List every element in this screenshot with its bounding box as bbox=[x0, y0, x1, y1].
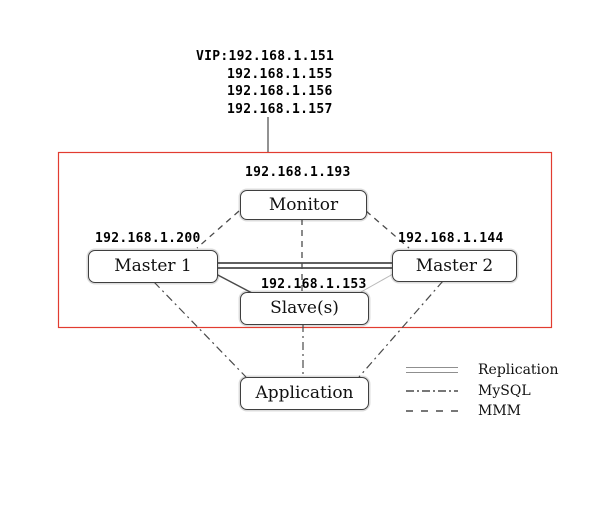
legend-item-mmm: MMM bbox=[406, 401, 558, 422]
node-master2: Master 2 bbox=[392, 250, 517, 282]
vip-line: VIP:192.168.1.151 bbox=[196, 49, 335, 64]
legend-label: MMM bbox=[478, 403, 522, 420]
vip-line: 192.168.1.156 bbox=[227, 84, 333, 99]
edge-master1-slave-replication bbox=[213, 272, 253, 294]
node-master1-label: Master 1 bbox=[114, 256, 192, 276]
monitor-ip-label: 192.168.1.193 bbox=[245, 165, 351, 180]
edge-monitor-master1-mmm bbox=[196, 210, 240, 249]
node-application: Application bbox=[240, 377, 369, 410]
node-application-label: Application bbox=[255, 383, 354, 403]
legend-label: MySQL bbox=[478, 382, 531, 399]
node-master1: Master 1 bbox=[88, 250, 218, 283]
edge-monitor-master2-mmm bbox=[365, 210, 410, 249]
vip-line: 192.168.1.155 bbox=[227, 66, 333, 82]
legend-item-replication: Replication bbox=[406, 360, 558, 381]
edge-master1-application-mysql bbox=[153, 281, 247, 378]
node-monitor-label: Monitor bbox=[268, 194, 339, 215]
cluster-frame bbox=[57, 151, 553, 329]
mysql-line-swatch bbox=[406, 390, 458, 392]
node-master2-label: Master 2 bbox=[415, 255, 494, 276]
node-monitor: Monitor bbox=[240, 190, 367, 220]
node-slave-label: Slave(s) bbox=[270, 298, 339, 318]
edge-master2-slave-replication bbox=[360, 273, 394, 293]
mmm-line-swatch bbox=[406, 410, 458, 413]
vip-address-list: VIP:192.168.1.151 192.168.1.155 192.168.… bbox=[196, 48, 334, 118]
vip-line: 192.168.1.157 bbox=[227, 101, 333, 117]
slave-ip-label: 192.168.1.153 bbox=[261, 277, 367, 292]
legend-item-mysql: MySQL bbox=[406, 381, 558, 402]
replication-line-swatch bbox=[406, 367, 458, 374]
legend: Replication MySQL MMM bbox=[406, 360, 558, 422]
node-slave: Slave(s) bbox=[240, 292, 369, 325]
edge-master2-application-mysql bbox=[358, 280, 444, 378]
legend-label: Replication bbox=[478, 362, 559, 379]
master1-ip-label: 192.168.1.200 bbox=[95, 231, 201, 246]
master2-ip-label: 192.168.1.144 bbox=[398, 231, 504, 246]
